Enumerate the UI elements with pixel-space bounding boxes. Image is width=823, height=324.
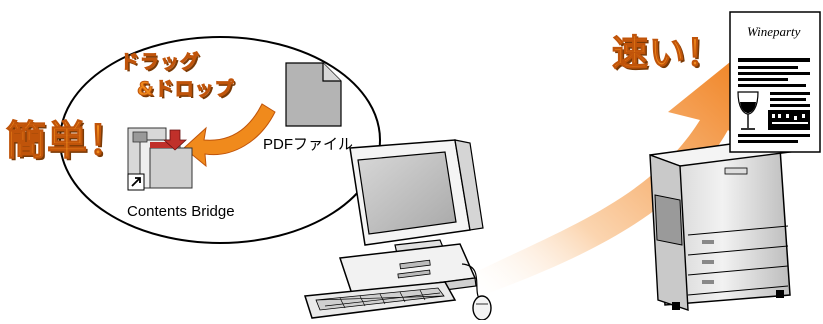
document-text-lines: [738, 58, 810, 143]
pdf-file-label: PDFファイル: [263, 136, 354, 153]
shortcut-arrow-icon: [127, 173, 145, 191]
flow-arrow: [470, 50, 752, 300]
printed-document: [729, 11, 821, 153]
desktop-computer: [304, 139, 492, 321]
app-label: Contents Bridge: [127, 203, 235, 220]
laser-printer: [649, 139, 793, 311]
mouse: [461, 263, 492, 321]
fast-callout: 速い！: [611, 33, 724, 75]
keyboard: [304, 281, 457, 319]
drag-label-line2: &ドロップ: [137, 78, 235, 101]
contents-bridge-app-icon: [127, 127, 193, 189]
document-file-icon: [285, 62, 342, 127]
drag-arrow: [183, 103, 276, 168]
buildings-image-icon: [768, 110, 810, 130]
monitor: [349, 139, 484, 259]
easy-callout: 簡単！: [6, 118, 129, 165]
document-title: Wineparty: [747, 24, 801, 39]
drag-label-line1: ドラッグ: [119, 51, 201, 74]
wine-glass-icon: [737, 91, 759, 130]
